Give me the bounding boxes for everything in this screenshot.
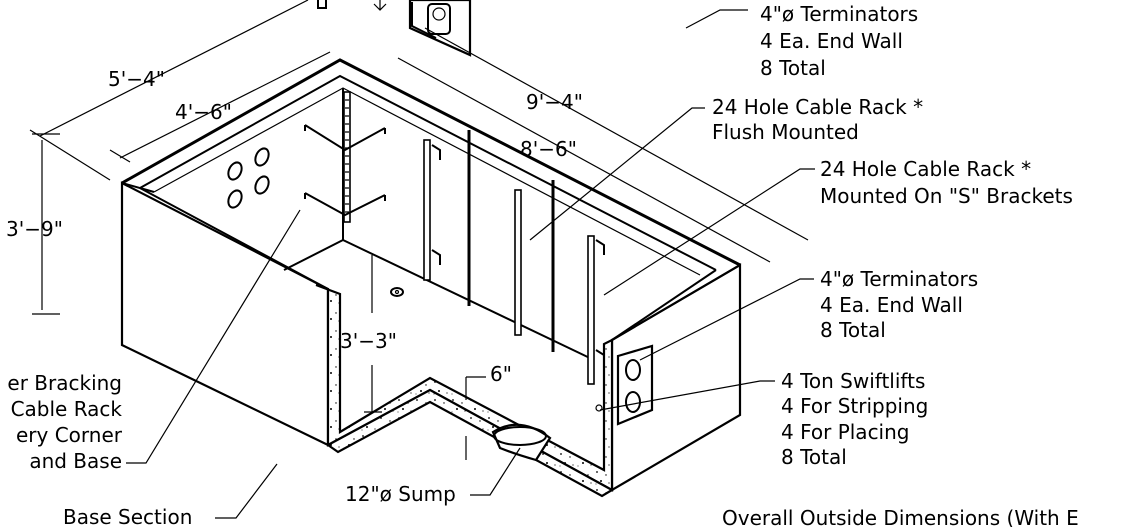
leader-lines	[126, 9, 815, 519]
callout-line: er Bracking	[7, 371, 122, 395]
dim-inner-length: 8'−6"	[520, 137, 577, 161]
dim-floor-thickness: 6"	[490, 362, 512, 386]
floor-drain	[390, 287, 404, 297]
section-cut	[315, 283, 614, 492]
callout-line: 4 Ea. End Wall	[760, 29, 903, 53]
callout-line: 8 Total	[820, 318, 886, 342]
callout-terminators-right: 4"ø Terminators 4 Ea. End Wall 8 Total	[820, 267, 978, 342]
corner-cable-rack	[304, 91, 386, 223]
dim-outer-width: 5'−4"	[108, 67, 165, 91]
callout-line: ery Corner	[16, 423, 123, 447]
callout-line: and Base	[29, 449, 122, 473]
callout-line: Flush Mounted	[712, 120, 859, 144]
dim-inner-height: 3'−3"	[340, 329, 397, 353]
callout-line: 4 For Stripping	[781, 394, 928, 418]
dim-outer-length: 9'−4"	[526, 90, 583, 114]
sump	[491, 423, 552, 462]
callout-line: 4"ø Terminators	[760, 2, 918, 26]
overall-dimensions-note: Overall Outside Dimensions (With E	[722, 506, 1079, 527]
callout-line: 24 Hole Cable Rack *	[712, 95, 923, 119]
back-wall-racks	[423, 130, 605, 385]
callout-line: 4 Ea. End Wall	[820, 293, 963, 317]
vault-box	[120, 58, 742, 492]
callout-rack-flush: 24 Hole Cable Rack * Flush Mounted	[712, 95, 923, 144]
callout-sump: 12"ø Sump	[345, 482, 456, 506]
callout-line: 4"ø Terminators	[820, 267, 978, 291]
callout-corner-bracing: er Bracking Cable Rack ery Corner and Ba…	[7, 371, 122, 473]
end-wall-terminators	[595, 344, 654, 426]
callout-line: Cable Rack	[11, 397, 123, 421]
callout-line: 4 Ton Swiftlifts	[781, 369, 925, 393]
left-outer-wall	[120, 181, 330, 447]
callout-terminators-top: 4"ø Terminators 4 Ea. End Wall 8 Total	[760, 2, 918, 80]
callout-line: Mounted On "S" Brackets	[820, 184, 1073, 208]
callout-line: 4 For Placing	[781, 420, 910, 444]
callout-line: 24 Hole Cable Rack *	[820, 157, 1031, 181]
dim-inner-width: 4'−6"	[175, 100, 232, 124]
callout-swiftlifts: 4 Ton Swiftlifts 4 For Stripping 4 For P…	[781, 369, 928, 469]
callout-rack-brackets: 24 Hole Cable Rack * Mounted On "S" Brac…	[820, 157, 1073, 208]
callout-line: 8 Total	[781, 445, 847, 469]
conduit-holes	[227, 147, 270, 209]
inset-terminator-detail	[317, 0, 472, 57]
callout-base-section: Base Section	[63, 505, 192, 527]
callout-line: 8 Total	[760, 56, 826, 80]
dim-outer-height: 3'−9"	[6, 217, 63, 241]
